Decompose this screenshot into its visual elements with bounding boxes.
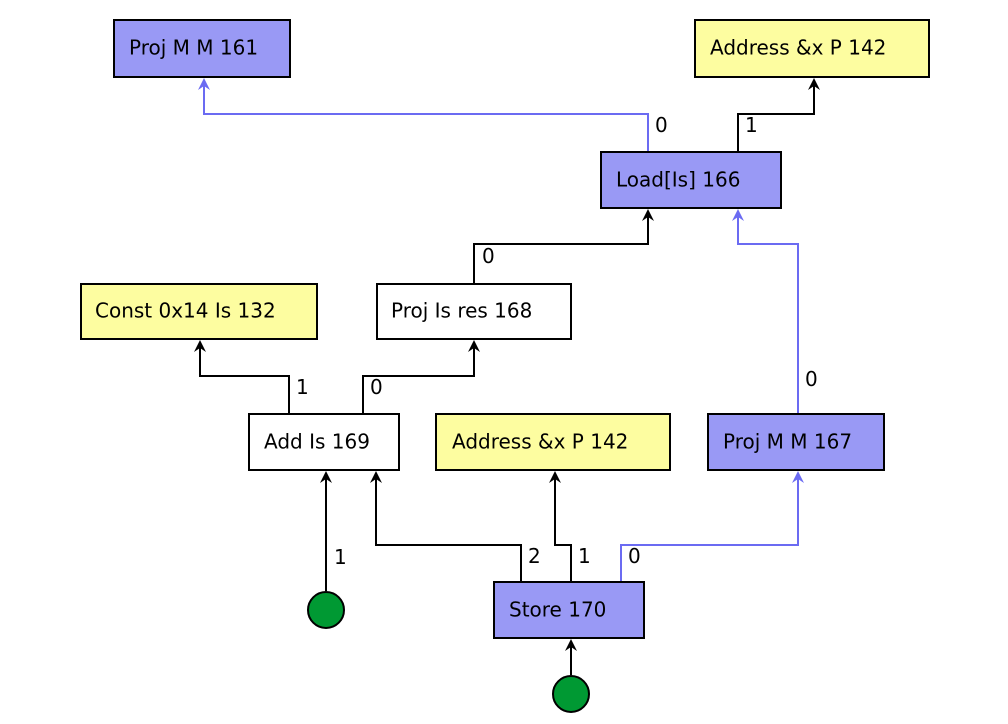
- edge-store-to-proj167: [620, 471, 804, 582]
- node-proj-m-167[interactable]: Proj M M 167: [707, 413, 885, 471]
- node-load-166[interactable]: Load[Is] 166: [600, 151, 782, 209]
- edge-proj167-to-load: [732, 209, 799, 414]
- edge-store-to-address: [549, 471, 572, 582]
- node-proj-res-168[interactable]: Proj Is res 168: [376, 283, 572, 340]
- edge-label-proj168-to-load: 0: [482, 244, 495, 268]
- edge-label-start-to-add: 1: [334, 545, 347, 569]
- edge-label-store-to-proj167: 0: [628, 544, 641, 568]
- edge-label-load-to-address: 1: [745, 113, 758, 137]
- svg-text:Address &x P 142: Address &x P 142: [452, 430, 628, 454]
- start-node-store[interactable]: [552, 675, 590, 713]
- edge-load-to-address: [737, 78, 820, 152]
- svg-text:Const 0x14 Is 132: Const 0x14 Is 132: [95, 299, 276, 323]
- edge-proj168-to-load: [473, 209, 654, 284]
- edge-label-add-to-proj168: 0: [370, 375, 383, 399]
- node-add-169[interactable]: Add Is 169: [248, 413, 400, 471]
- edge-label-store-to-address: 1: [578, 544, 591, 568]
- svg-text:Add Is 169: Add Is 169: [264, 430, 370, 454]
- node-const-132[interactable]: Const 0x14 Is 132: [80, 283, 318, 340]
- svg-text:Proj Is res 168: Proj Is res 168: [391, 299, 532, 323]
- edge-label-store-to-add: 2: [528, 544, 541, 568]
- svg-text:Store 170: Store 170: [509, 598, 606, 622]
- edge-label-load-to-proj161: 0: [655, 113, 668, 137]
- edge-load-to-proj161: [198, 78, 649, 152]
- edge-add-to-const: [194, 340, 290, 414]
- svg-text:Address &x P 142: Address &x P 142: [710, 36, 886, 60]
- svg-text:Proj M M 161: Proj M M 161: [129, 36, 258, 60]
- svg-text:Load[Is] 166: Load[Is] 166: [616, 168, 740, 192]
- svg-text:Proj M M 167: Proj M M 167: [723, 430, 852, 454]
- edge-add-to-proj168: [362, 340, 480, 414]
- start-node-add[interactable]: [307, 591, 345, 629]
- edge-label-proj167-to-load: 0: [805, 367, 818, 391]
- edge-label-add-to-const: 1: [296, 375, 309, 399]
- edge-store-to-add: [370, 471, 522, 582]
- node-proj-m-161[interactable]: Proj M M 161: [113, 19, 291, 78]
- node-address-mid[interactable]: Address &x P 142: [435, 413, 671, 471]
- node-address-top[interactable]: Address &x P 142: [694, 19, 930, 78]
- node-store-170[interactable]: Store 170: [493, 581, 645, 639]
